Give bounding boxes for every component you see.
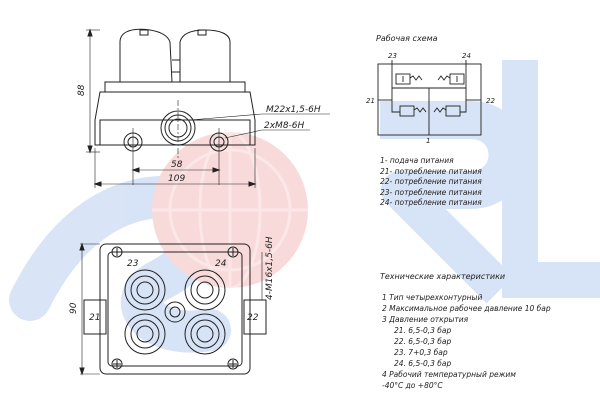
thread-aux-label: 2xM8-6H (264, 121, 305, 131)
thread-label-4xm16: 4-M16x1,5-6H (265, 236, 275, 300)
spec-pressure-21: 21. 6,5-0,3 бар (394, 326, 452, 335)
scheme-port-21: 21 (366, 97, 375, 105)
tech-specs: 1 Тип четырехконтурный 2 Максимальное ра… (382, 292, 551, 391)
spec-temp-range: -40°С до +80°С (382, 381, 443, 390)
spec-temp-mode: 4 Рабочий температурный режим (382, 370, 516, 379)
dim-width-109: 109 (168, 174, 185, 184)
watermark-globe (152, 132, 308, 288)
port-label-22: 22 (247, 313, 259, 323)
legend-item: 1- подача питания (380, 156, 454, 165)
spec-opening-pressure: 3 Давление открытия (382, 315, 469, 324)
watermark-l-shape (502, 60, 600, 298)
legend-item: 24- потребление питания (380, 198, 482, 208)
spec-pressure-22: 22. 6,5-0,3 бар (394, 337, 452, 346)
scheme-port-23: 23 (388, 52, 397, 60)
scheme-title: Рабочая схема (376, 34, 438, 43)
spec-max-pressure: 2 Максимальное рабочее давление 10 бар (382, 304, 551, 313)
spec-type: 1 Тип четырехконтурный (382, 293, 483, 302)
legend-item: 21- потребление питания (380, 166, 482, 176)
scheme-port-1: 1 (426, 137, 430, 145)
legend-item: 22- потребление питания (380, 177, 482, 187)
port-legend: 1- подача питания 21- потребление питани… (380, 156, 482, 209)
thread-main-label: M22x1,5-6H (266, 105, 321, 115)
port-label-21: 21 (89, 313, 100, 323)
scheme-port-22: 22 (486, 97, 495, 105)
port-label-23: 23 (127, 259, 139, 269)
scheme-port-24: 24 (462, 52, 471, 60)
tech-title: Технические характеристики (380, 272, 506, 281)
dim-height-90: 90 (69, 302, 79, 314)
dim-height-88: 88 (77, 84, 87, 96)
spec-pressure-24: 24. 6,5-0,3 бар (394, 359, 452, 368)
spec-pressure-23: 23. 7+0,3 бар (394, 348, 448, 357)
dim-port-pitch-58: 58 (171, 160, 183, 170)
legend-item: 23- потребление питания (380, 187, 482, 197)
port-label-24: 24 (215, 259, 227, 269)
